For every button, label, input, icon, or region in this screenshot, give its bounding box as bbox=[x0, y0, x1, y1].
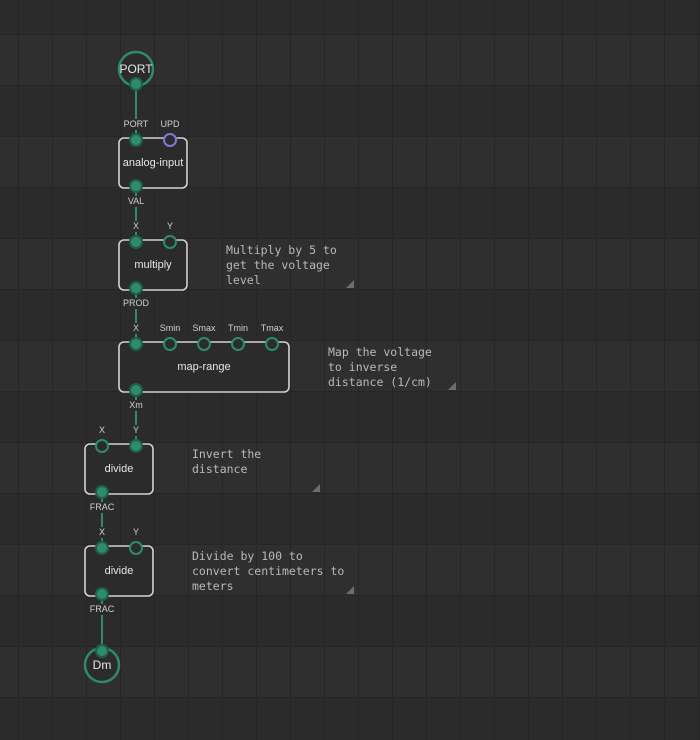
comment-text: Multiply by 5 to get the voltage level bbox=[226, 243, 337, 287]
comment-resize-handle[interactable] bbox=[312, 484, 320, 492]
comment-text: Divide by 100 to convert centimeters to … bbox=[192, 549, 345, 593]
divide-2-input-pin-x[interactable] bbox=[95, 541, 109, 555]
map-range-input-label-tmin: Tmin bbox=[227, 323, 249, 334]
divide-2-input-label-x: X bbox=[97, 527, 107, 538]
analog-input-title: analog-input bbox=[122, 157, 184, 169]
divide-1-input-label-x: X bbox=[97, 425, 107, 436]
divide-2-output-label-frac: FRAC bbox=[88, 604, 116, 615]
grid-band bbox=[0, 34, 700, 86]
grid-band bbox=[0, 340, 700, 392]
divide-2-output-pin-frac[interactable] bbox=[95, 587, 109, 601]
map-range-input-label-smax: Smax bbox=[191, 323, 217, 334]
divide-2-input-pin-y[interactable] bbox=[129, 541, 143, 555]
port-in-pin[interactable] bbox=[129, 77, 143, 91]
map-range-input-label-smin: Smin bbox=[158, 323, 182, 334]
divide-1-input-pin-y[interactable] bbox=[129, 439, 143, 453]
divide-2-node-box[interactable] bbox=[84, 545, 154, 597]
map-range-title: map-range bbox=[177, 361, 231, 373]
grid-band bbox=[0, 238, 700, 290]
map-range-output-label-xm: Xm bbox=[128, 400, 144, 411]
analog-input-output-pin-val[interactable] bbox=[129, 179, 143, 193]
divide-1-node-box[interactable] bbox=[84, 443, 154, 495]
divide-1-title: divide bbox=[104, 463, 134, 475]
multiply-node-box[interactable] bbox=[118, 239, 188, 291]
divide-1-output-label-frac: FRAC bbox=[88, 502, 116, 513]
analog-input-output-label-val: VAL bbox=[126, 196, 146, 207]
map-range-output-pin-xm[interactable] bbox=[129, 383, 143, 397]
divide-1-output-pin-frac[interactable] bbox=[95, 485, 109, 499]
multiply-input-label-x: X bbox=[131, 221, 141, 232]
map-range-input-pin-smin[interactable] bbox=[163, 337, 177, 351]
comment-resize-handle[interactable] bbox=[448, 382, 456, 390]
divide-1-input-pin-x[interactable] bbox=[95, 439, 109, 453]
analog-input-input-pin-port[interactable] bbox=[129, 133, 143, 147]
map-range-input-pin-x[interactable] bbox=[129, 337, 143, 351]
multiply-output-label-prod: PROD bbox=[121, 298, 151, 309]
comment-text: Invert the distance bbox=[192, 447, 262, 476]
divide-2-input-label-y: Y bbox=[131, 527, 141, 538]
multiply-title: multiply bbox=[134, 259, 172, 271]
map-range-input-pin-tmax[interactable] bbox=[265, 337, 279, 351]
multiply-output-pin-prod[interactable] bbox=[129, 281, 143, 295]
analog-input-node-box[interactable] bbox=[118, 137, 188, 189]
dm-out-title: Dm bbox=[92, 658, 112, 672]
comment-text: Map the voltage to inverse distance (1/c… bbox=[328, 345, 432, 389]
comment-resize-handle[interactable] bbox=[346, 586, 354, 594]
comment-resize-handle[interactable] bbox=[346, 280, 354, 288]
map-range-input-pin-tmin[interactable] bbox=[231, 337, 245, 351]
multiply-input-pin-y[interactable] bbox=[163, 235, 177, 249]
map-range-input-label-x: X bbox=[131, 323, 141, 334]
map-range-input-label-tmax: Tmax bbox=[259, 323, 285, 334]
divide-1-input-label-y: Y bbox=[131, 425, 141, 436]
map-range-input-pin-smax[interactable] bbox=[197, 337, 211, 351]
multiply-input-pin-x[interactable] bbox=[129, 235, 143, 249]
grid-band bbox=[0, 136, 700, 188]
analog-input-input-label-upd: UPD bbox=[159, 119, 181, 130]
analog-input-input-label-port: PORT bbox=[122, 119, 150, 130]
analog-input-input-pin-upd[interactable] bbox=[163, 133, 177, 147]
port-in-title: PORT bbox=[119, 62, 153, 76]
divide-2-title: divide bbox=[104, 565, 134, 577]
multiply-input-label-y: Y bbox=[165, 221, 175, 232]
dm-out-pin[interactable] bbox=[95, 644, 109, 658]
